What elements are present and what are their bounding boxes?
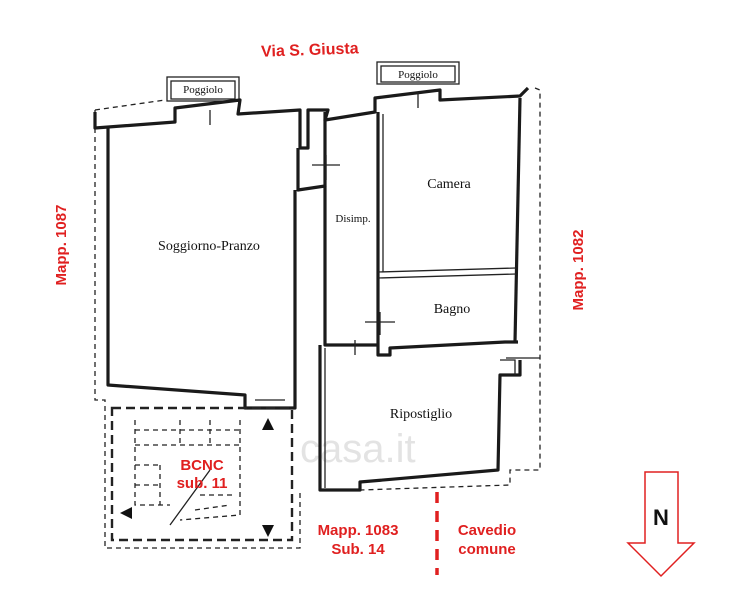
bedroom-label: Camera bbox=[427, 177, 471, 192]
bcnc-label: BCNC bbox=[180, 457, 223, 474]
property-boundary bbox=[94, 87, 541, 549]
door-marks bbox=[209, 92, 540, 401]
balcony-left bbox=[166, 76, 240, 102]
walls bbox=[93, 86, 530, 492]
living-room-label: Soggiorno-Pranzo bbox=[158, 239, 260, 254]
cavedio-sub-label: comune bbox=[458, 541, 516, 558]
hallway-label: Disimp. bbox=[335, 213, 370, 225]
balcony-right-label: Poggiolo bbox=[398, 69, 438, 81]
neighbor-south-label: Mapp. 1083 bbox=[318, 522, 399, 539]
stair-arrow-up bbox=[262, 418, 274, 430]
balcony-left-label: Poggiolo bbox=[183, 84, 223, 96]
balcony-right bbox=[376, 61, 460, 85]
neighbor-south-sub-label: Sub. 14 bbox=[331, 541, 385, 558]
street-label: Via S. Giusta bbox=[261, 40, 359, 60]
neighbor-east-label: Mapp. 1082 bbox=[570, 230, 587, 311]
stair-arrow-left bbox=[120, 507, 132, 519]
watermark: casa.it bbox=[300, 427, 416, 471]
stair-arrow-down bbox=[262, 525, 274, 537]
north-letter: N bbox=[653, 505, 669, 530]
north-arrow-icon: N bbox=[626, 471, 696, 578]
stair-area bbox=[110, 406, 294, 542]
storage-label: Ripostiglio bbox=[390, 407, 452, 422]
bathroom-label: Bagno bbox=[434, 302, 471, 317]
neighbor-west-label: Mapp. 1087 bbox=[53, 205, 70, 286]
bcnc-sub-label: sub. 11 bbox=[177, 475, 228, 492]
cavedio-label: Cavedio bbox=[458, 522, 516, 539]
